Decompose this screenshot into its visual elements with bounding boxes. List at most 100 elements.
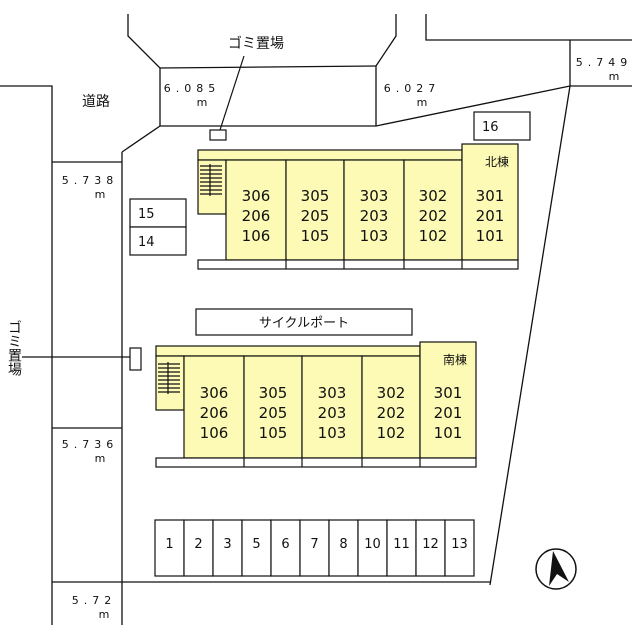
road-label: 道路 bbox=[82, 94, 110, 110]
road-width-top-right: 6.027 bbox=[384, 82, 441, 95]
road-width-labels: 6.085 m 6.027 m 5.749 m 5.738 m 5.736 m … bbox=[62, 56, 628, 621]
parking-label: 2 bbox=[194, 537, 202, 552]
north-unit-column bbox=[285, 159, 345, 261]
site-right-edge bbox=[489, 85, 571, 586]
unit-number: 105 bbox=[259, 424, 288, 442]
road-width-left-middle: 5.736 bbox=[62, 438, 119, 451]
top-road-left-edge bbox=[127, 14, 161, 126]
cycle-port-label: サイクルポート bbox=[259, 316, 349, 331]
north-unit-column bbox=[225, 159, 287, 261]
road-width-right-unit: m bbox=[609, 70, 620, 83]
unit-number: 303 bbox=[360, 187, 389, 205]
unit-number: 106 bbox=[242, 227, 271, 245]
road-width-bottom: 5.72 bbox=[72, 594, 117, 607]
unit-number: 302 bbox=[377, 384, 406, 402]
side-parking-label: 14 bbox=[138, 235, 155, 250]
parking-label: 3 bbox=[223, 537, 231, 552]
garbage-box-left bbox=[129, 347, 142, 371]
side-parking-space bbox=[473, 111, 531, 141]
stairs-icon bbox=[200, 164, 222, 196]
south-unit-column bbox=[183, 355, 245, 459]
parking-label: 5 bbox=[252, 537, 260, 552]
unit-number: 103 bbox=[360, 227, 389, 245]
north-building-name: 北棟 bbox=[485, 154, 509, 169]
unit-number: 101 bbox=[476, 227, 505, 245]
road-width-top-left: 6.085 bbox=[164, 82, 221, 95]
south-unit-column bbox=[361, 355, 421, 459]
north-corridor bbox=[197, 149, 463, 161]
site-top-left-edge bbox=[121, 125, 161, 153]
unit-number: 306 bbox=[242, 187, 271, 205]
unit-number: 301 bbox=[434, 384, 463, 402]
unit-number: 301 bbox=[476, 187, 505, 205]
top-road-right-edge bbox=[375, 14, 397, 126]
parking-space bbox=[444, 519, 475, 577]
unit-number: 102 bbox=[377, 424, 406, 442]
garbage-leader-top bbox=[219, 55, 245, 131]
parking-space bbox=[212, 519, 243, 577]
unit-number: 201 bbox=[476, 207, 505, 225]
unit-number: 206 bbox=[242, 207, 271, 225]
parking-space bbox=[154, 519, 185, 577]
parking-space bbox=[183, 519, 214, 577]
unit-number: 203 bbox=[360, 207, 389, 225]
road-width-top-right-unit: m bbox=[417, 96, 428, 109]
side-parking: 15 14 16 bbox=[129, 111, 531, 256]
top-road-bottom-line bbox=[160, 85, 632, 127]
road-width-top-left-unit: m bbox=[197, 96, 208, 109]
unit-number: 203 bbox=[318, 404, 347, 422]
road-width-left-upper-unit: m bbox=[95, 188, 106, 201]
top-road-top-line bbox=[159, 65, 377, 69]
unit-number: 303 bbox=[318, 384, 347, 402]
boundary-lines bbox=[0, 14, 632, 625]
unit-number: 102 bbox=[419, 227, 448, 245]
north-unit-column bbox=[461, 143, 519, 261]
south-corridor bbox=[155, 345, 421, 357]
parking-space bbox=[270, 519, 301, 577]
south-balcony bbox=[155, 457, 477, 468]
parking-space bbox=[241, 519, 272, 577]
parking-label: 13 bbox=[451, 537, 468, 552]
parking-label: 1 bbox=[165, 537, 173, 552]
north-unit-column bbox=[403, 159, 463, 261]
parking-label: 10 bbox=[364, 537, 381, 552]
north-balcony-dividers bbox=[285, 260, 463, 269]
south-balcony-dividers bbox=[243, 458, 421, 467]
north-arrow-icon bbox=[535, 548, 577, 590]
parking-space bbox=[299, 519, 330, 577]
cycle-port bbox=[195, 308, 413, 336]
parking-label: 7 bbox=[310, 537, 318, 552]
garbage-label-left: ゴミ置場 bbox=[6, 320, 22, 376]
unit-number: 202 bbox=[377, 404, 406, 422]
unit-number: 202 bbox=[419, 207, 448, 225]
side-parking-space bbox=[129, 198, 187, 228]
unit-number: 106 bbox=[200, 424, 229, 442]
unit-number: 205 bbox=[301, 207, 330, 225]
parking-label: 12 bbox=[422, 537, 439, 552]
parking-space bbox=[415, 519, 446, 577]
left-road-outer bbox=[0, 85, 53, 625]
north-unit-column bbox=[343, 159, 405, 261]
building-south: 南棟 306 206 106 305 205 105 303 203 103 3… bbox=[155, 341, 477, 468]
road-width-bottom-unit: m bbox=[99, 608, 110, 621]
unit-number: 302 bbox=[419, 187, 448, 205]
side-parking-label: 16 bbox=[482, 120, 499, 135]
parking-label: 6 bbox=[281, 537, 289, 552]
road-width-left-upper: 5.738 bbox=[62, 174, 119, 187]
south-building-name: 南棟 bbox=[443, 352, 467, 367]
north-balcony bbox=[197, 259, 519, 270]
unit-number: 305 bbox=[259, 384, 288, 402]
unit-number: 206 bbox=[200, 404, 229, 422]
unit-number: 105 bbox=[301, 227, 330, 245]
parking-label: 8 bbox=[339, 537, 347, 552]
unit-number: 205 bbox=[259, 404, 288, 422]
parking-row: 1 2 3 5 6 7 8 10 11 12 13 bbox=[154, 519, 475, 577]
unit-number: 306 bbox=[200, 384, 229, 402]
parking-label: 11 bbox=[393, 537, 410, 552]
south-unit-column bbox=[419, 341, 477, 459]
unit-number: 201 bbox=[434, 404, 463, 422]
unit-number: 103 bbox=[318, 424, 347, 442]
right-top-road bbox=[425, 14, 632, 41]
garbage-box-top bbox=[209, 129, 227, 141]
